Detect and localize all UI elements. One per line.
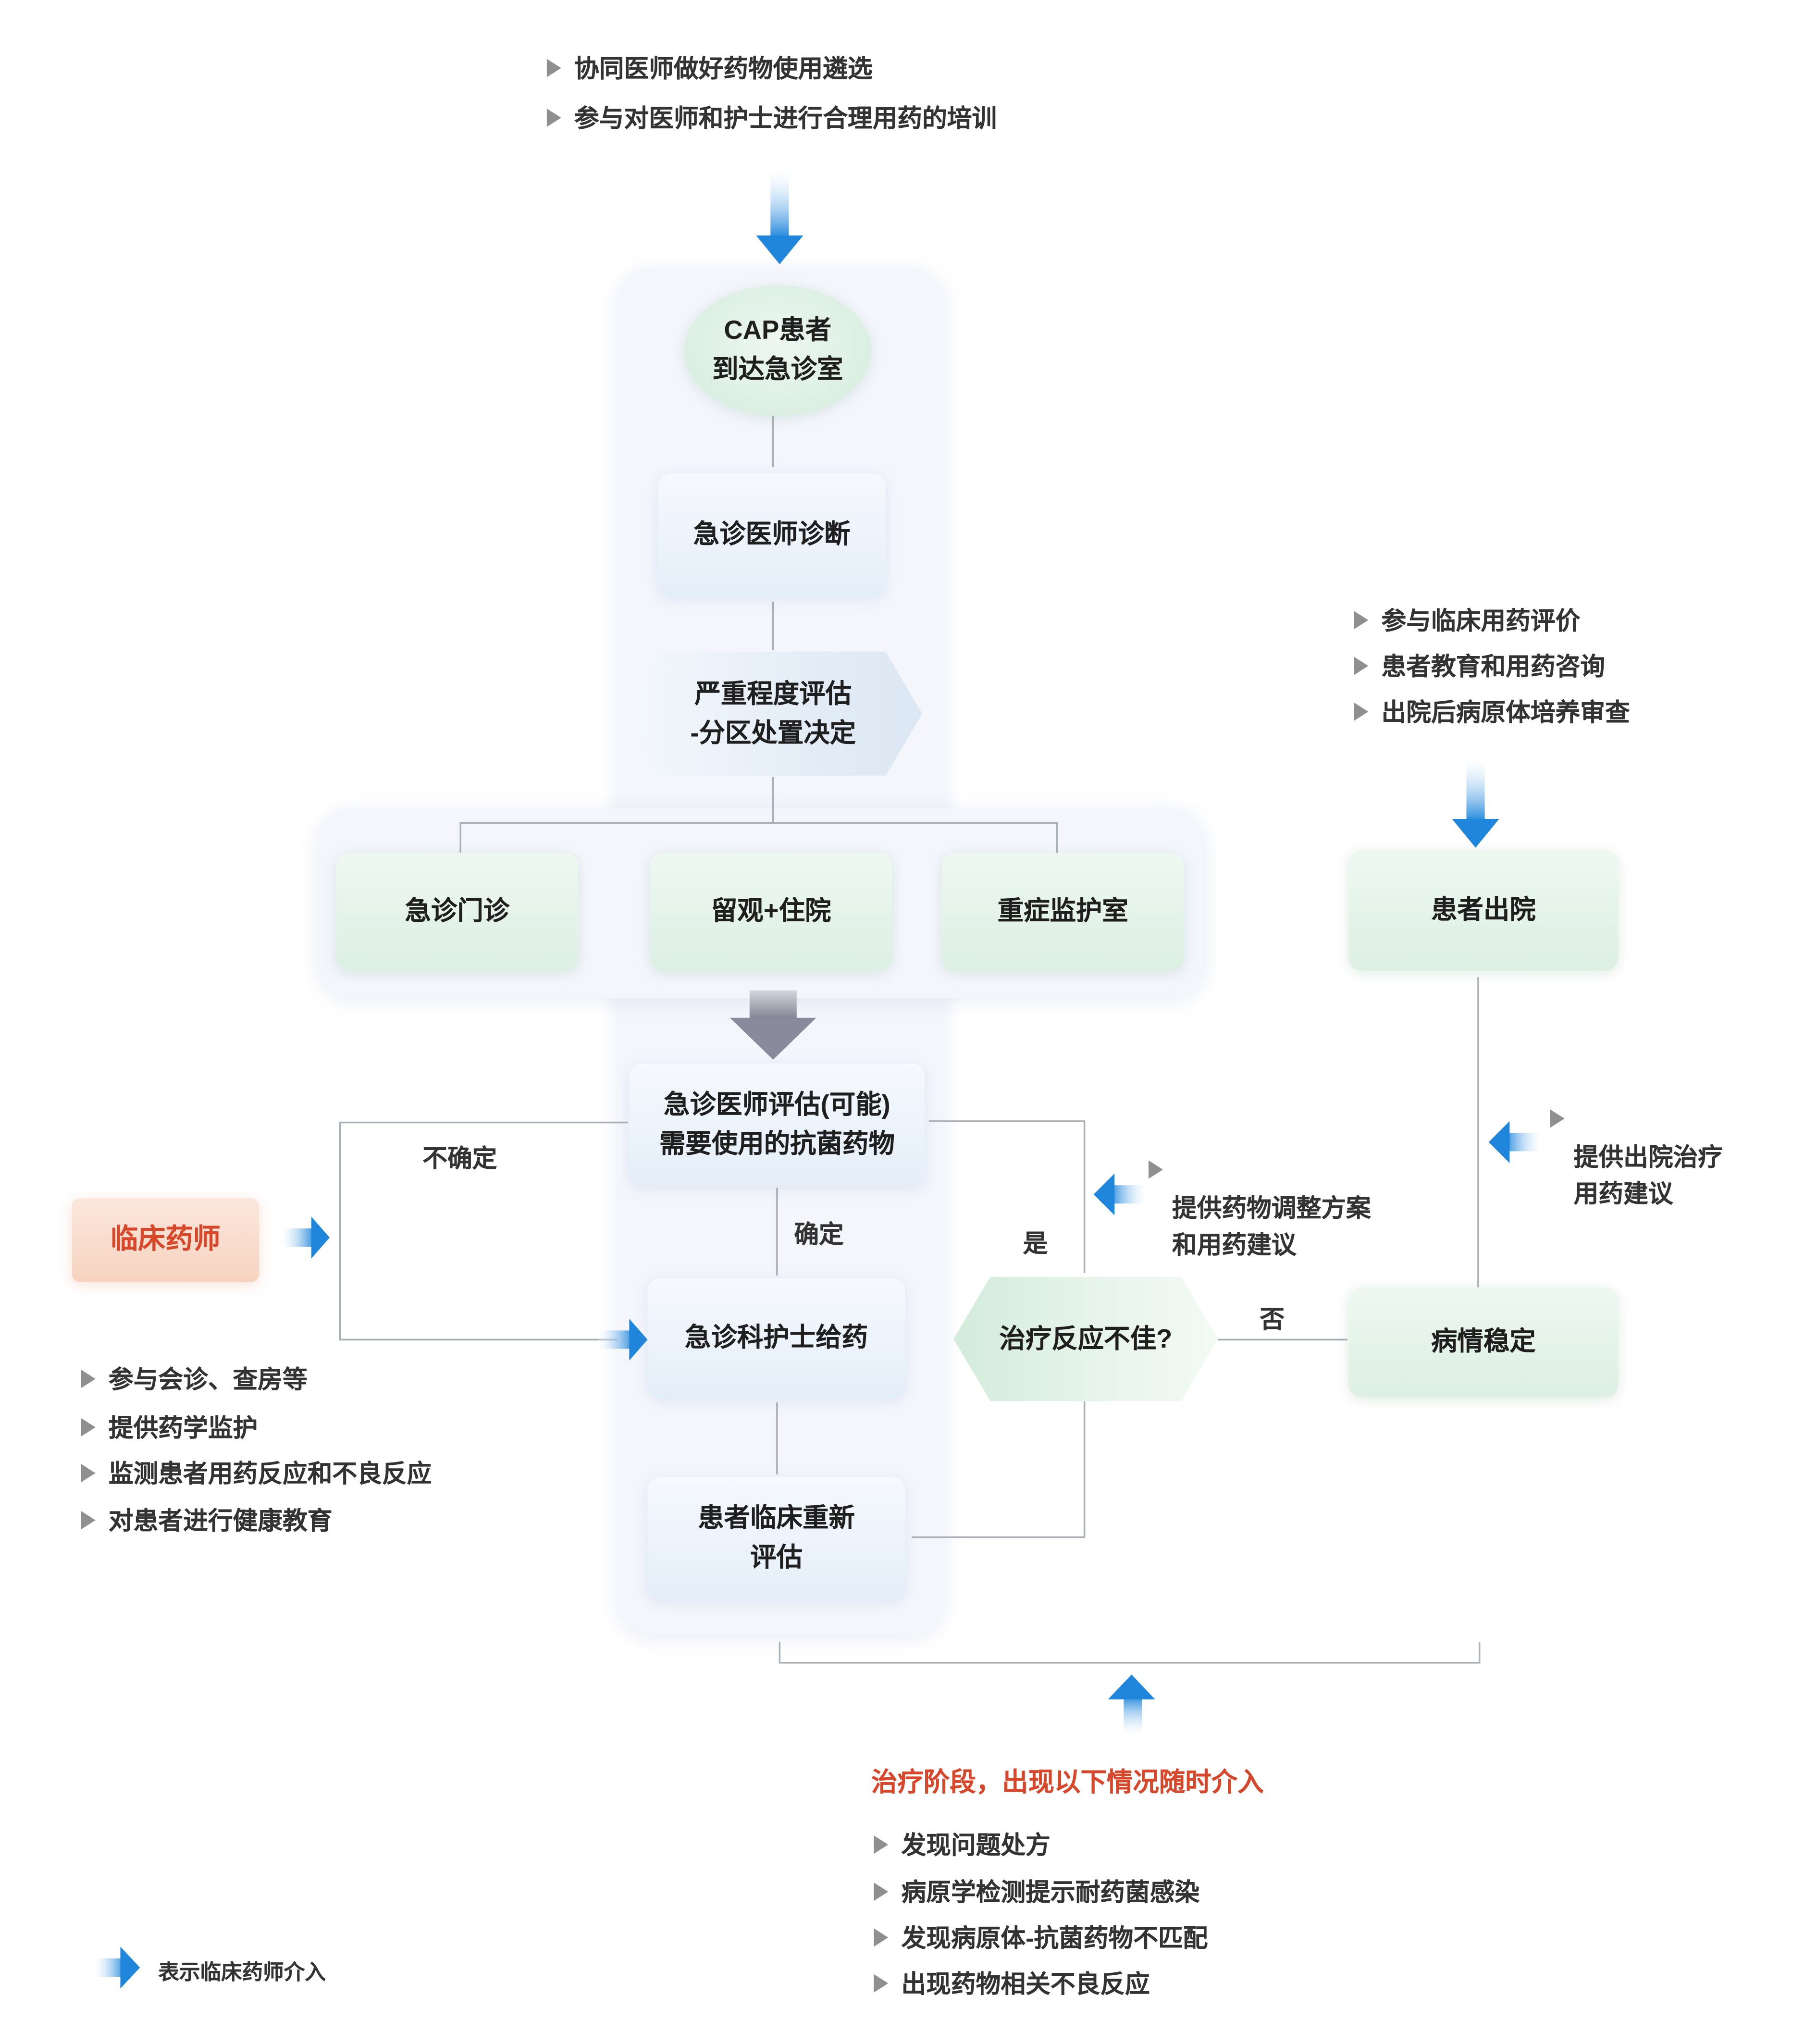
treatment-item-1: 发现问题处方 [874,1826,1051,1861]
pharmacist-box: 临床药师 [72,1198,259,1282]
discharge-note-2: 患者教育和用药咨询 [1354,647,1605,682]
bullet-triangle-icon [546,108,561,126]
node-reassess: 患者临床重新 评估 [647,1477,905,1600]
arrow-nurse-right [597,1318,648,1361]
treatment-item-4: 出现药物相关不良反应 [874,1965,1150,2000]
node-severity: 严重程度评估 -分区处置决定 [624,651,923,776]
bullet-triangle-icon [874,1973,889,1992]
arrow-treatment-up [1108,1674,1155,1735]
bullet-triangle-icon [546,58,561,77]
treatment-item-3: 发现病原体-抗菌药物不匹配 [874,1919,1208,1954]
arrow-pharmacist-right [281,1216,330,1259]
arrow-adjust-left [1093,1173,1146,1215]
response-text: 治疗反应不佳? [999,1325,1173,1354]
hexagon-shape [624,651,923,776]
arrow-legend [94,1946,140,1989]
node-response: 治疗反应不佳? [953,1276,1218,1401]
bullet-triangle-icon [81,1463,96,1482]
pharmacist-note-3: 监测患者用药反应和不良反应 [81,1455,432,1490]
bullet-triangle-icon [1354,656,1369,675]
discharge-note-1: 参与临床用药评价 [1354,602,1580,637]
arrow-advice-left [1488,1121,1541,1163]
bullet-triangle-icon [1354,702,1369,720]
legend-text: 表示临床药师介入 [158,1962,326,1985]
bullet-triangle-icon [874,1834,889,1853]
bullet-triangle-icon [1149,1160,1163,1179]
node-evaluation: 急诊医师评估(可能) 需要使用的抗菌药物 [629,1064,925,1187]
hexagon-shape [953,1276,1218,1401]
arrow-ward-down [729,990,816,1060]
arrow-discharge-down [1452,758,1499,848]
node-diagnosis: 急诊医师诊断 [658,473,886,597]
discharge-advice-note: 提供出院治疗 用药建议 [1550,1103,1723,1215]
pharmacist-note-4: 对患者进行健康教育 [81,1502,332,1537]
label-uncertain: 不确定 [422,1146,497,1174]
bullet-triangle-icon [874,1928,889,1946]
node-discharge: 患者出院 [1348,850,1619,971]
node-outpatient: 急诊门诊 [336,853,579,971]
label-certain: 确定 [794,1222,844,1250]
pharmacist-note-2: 提供药学监护 [81,1409,258,1444]
adjust-note: 提供药物调整方案 和用药建议 [1149,1154,1371,1266]
bullet-triangle-icon [1354,610,1369,629]
bullet-triangle-icon [874,1882,889,1900]
node-observation: 留观+住院 [650,853,892,971]
bullet-triangle-icon [1550,1109,1565,1128]
discharge-note-3: 出院后病原体培养审查 [1354,694,1630,729]
node-arrival: CAP患者 到达急诊室 [684,285,871,416]
arrow-top-down [756,170,803,264]
node-stable: 病情稳定 [1348,1287,1619,1398]
top-note-1: 协同医师做好药物使用遴选 [546,50,873,85]
label-no: 否 [1260,1307,1285,1335]
bullet-triangle-icon [81,1510,96,1529]
pharmacist-note-1: 参与会诊、查房等 [81,1361,308,1396]
treatment-title: 治疗阶段，出现以下情况随时介入 [871,1769,1264,1798]
node-icu: 重症监护室 [941,853,1184,971]
treatment-item-2: 病原学检测提示耐药菌感染 [874,1873,1199,1908]
bullet-triangle-icon [81,1369,96,1387]
node-nurse: 急诊科护士给药 [647,1278,905,1399]
label-yes: 是 [1023,1231,1048,1259]
bullet-triangle-icon [81,1417,96,1436]
severity-text: 严重程度评估 -分区处置决定 [690,680,856,748]
top-note-2: 参与对医师和护士进行合理用药的培训 [546,99,997,135]
